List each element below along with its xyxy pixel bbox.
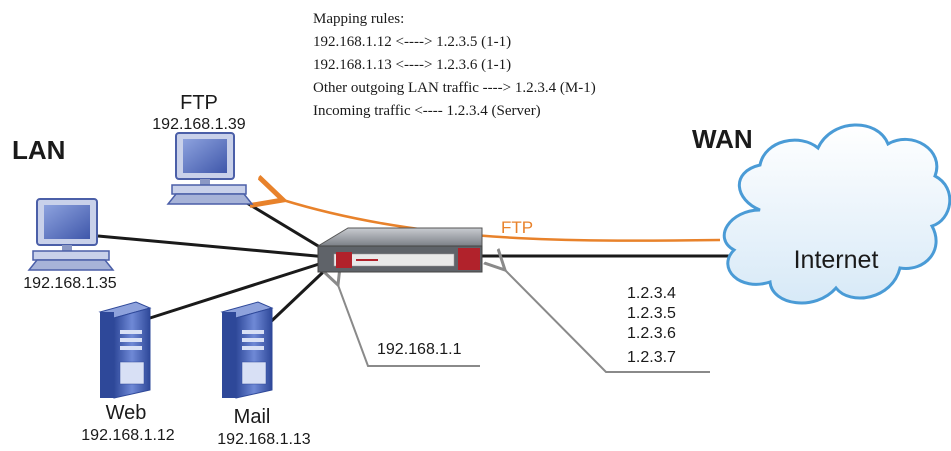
pc-host-ip: 192.168.1.35 bbox=[23, 275, 117, 292]
wan-ip: 1.2.3.4 bbox=[627, 285, 676, 302]
mail-host-ip: 192.168.1.13 bbox=[217, 431, 311, 448]
mapping-rule: 192.168.1.13 <----> 1.2.3.6 (1-1) bbox=[313, 57, 511, 73]
mapping-rule: Incoming traffic <---- 1.2.3.4 (Server) bbox=[313, 103, 541, 119]
router-lan-ip: 192.168.1.1 bbox=[377, 341, 462, 358]
wan-ip: 1.2.3.5 bbox=[627, 305, 676, 322]
web-server-icon bbox=[98, 301, 152, 399]
wan-ip: 1.2.3.6 bbox=[627, 325, 676, 342]
link-web-router bbox=[149, 256, 339, 320]
wan-zone-label: WAN bbox=[692, 124, 753, 154]
mail-host-name: Mail bbox=[234, 406, 271, 428]
ftp-computer-icon bbox=[166, 132, 254, 205]
mapping-rule: 192.168.1.12 <----> 1.2.3.5 (1-1) bbox=[313, 34, 511, 50]
ftp-flow-arrow bbox=[283, 200, 721, 242]
wan-ip-callout bbox=[505, 270, 710, 373]
mail-server-icon bbox=[220, 301, 274, 399]
ftp-host-ip: 192.168.1.39 bbox=[152, 116, 246, 133]
mapping-rules: Mapping rules: 192.168.1.12 <----> 1.2.3… bbox=[313, 11, 596, 119]
mapping-rule: Other outgoing LAN traffic ----> 1.2.3.4… bbox=[313, 80, 596, 96]
ftp-host-name: FTP bbox=[180, 92, 218, 114]
link-pc-router bbox=[97, 234, 339, 260]
pc-computer-icon bbox=[27, 198, 115, 271]
router bbox=[316, 227, 483, 273]
mapping-rules-title: Mapping rules: bbox=[313, 11, 404, 27]
web-host-ip: 192.168.1.12 bbox=[81, 427, 175, 444]
internet-label: Internet bbox=[794, 246, 879, 274]
wan-ip-list: 1.2.3.4 1.2.3.5 1.2.3.6 1.2.3.7 bbox=[627, 285, 676, 366]
ftp-flow-label: FTP bbox=[501, 218, 533, 237]
lan-zone-label: LAN bbox=[12, 135, 65, 165]
wan-ip: 1.2.3.7 bbox=[627, 349, 676, 366]
lan-ip-callout bbox=[338, 285, 480, 367]
internet-cloud-icon bbox=[722, 123, 951, 305]
web-host-name: Web bbox=[106, 402, 147, 424]
